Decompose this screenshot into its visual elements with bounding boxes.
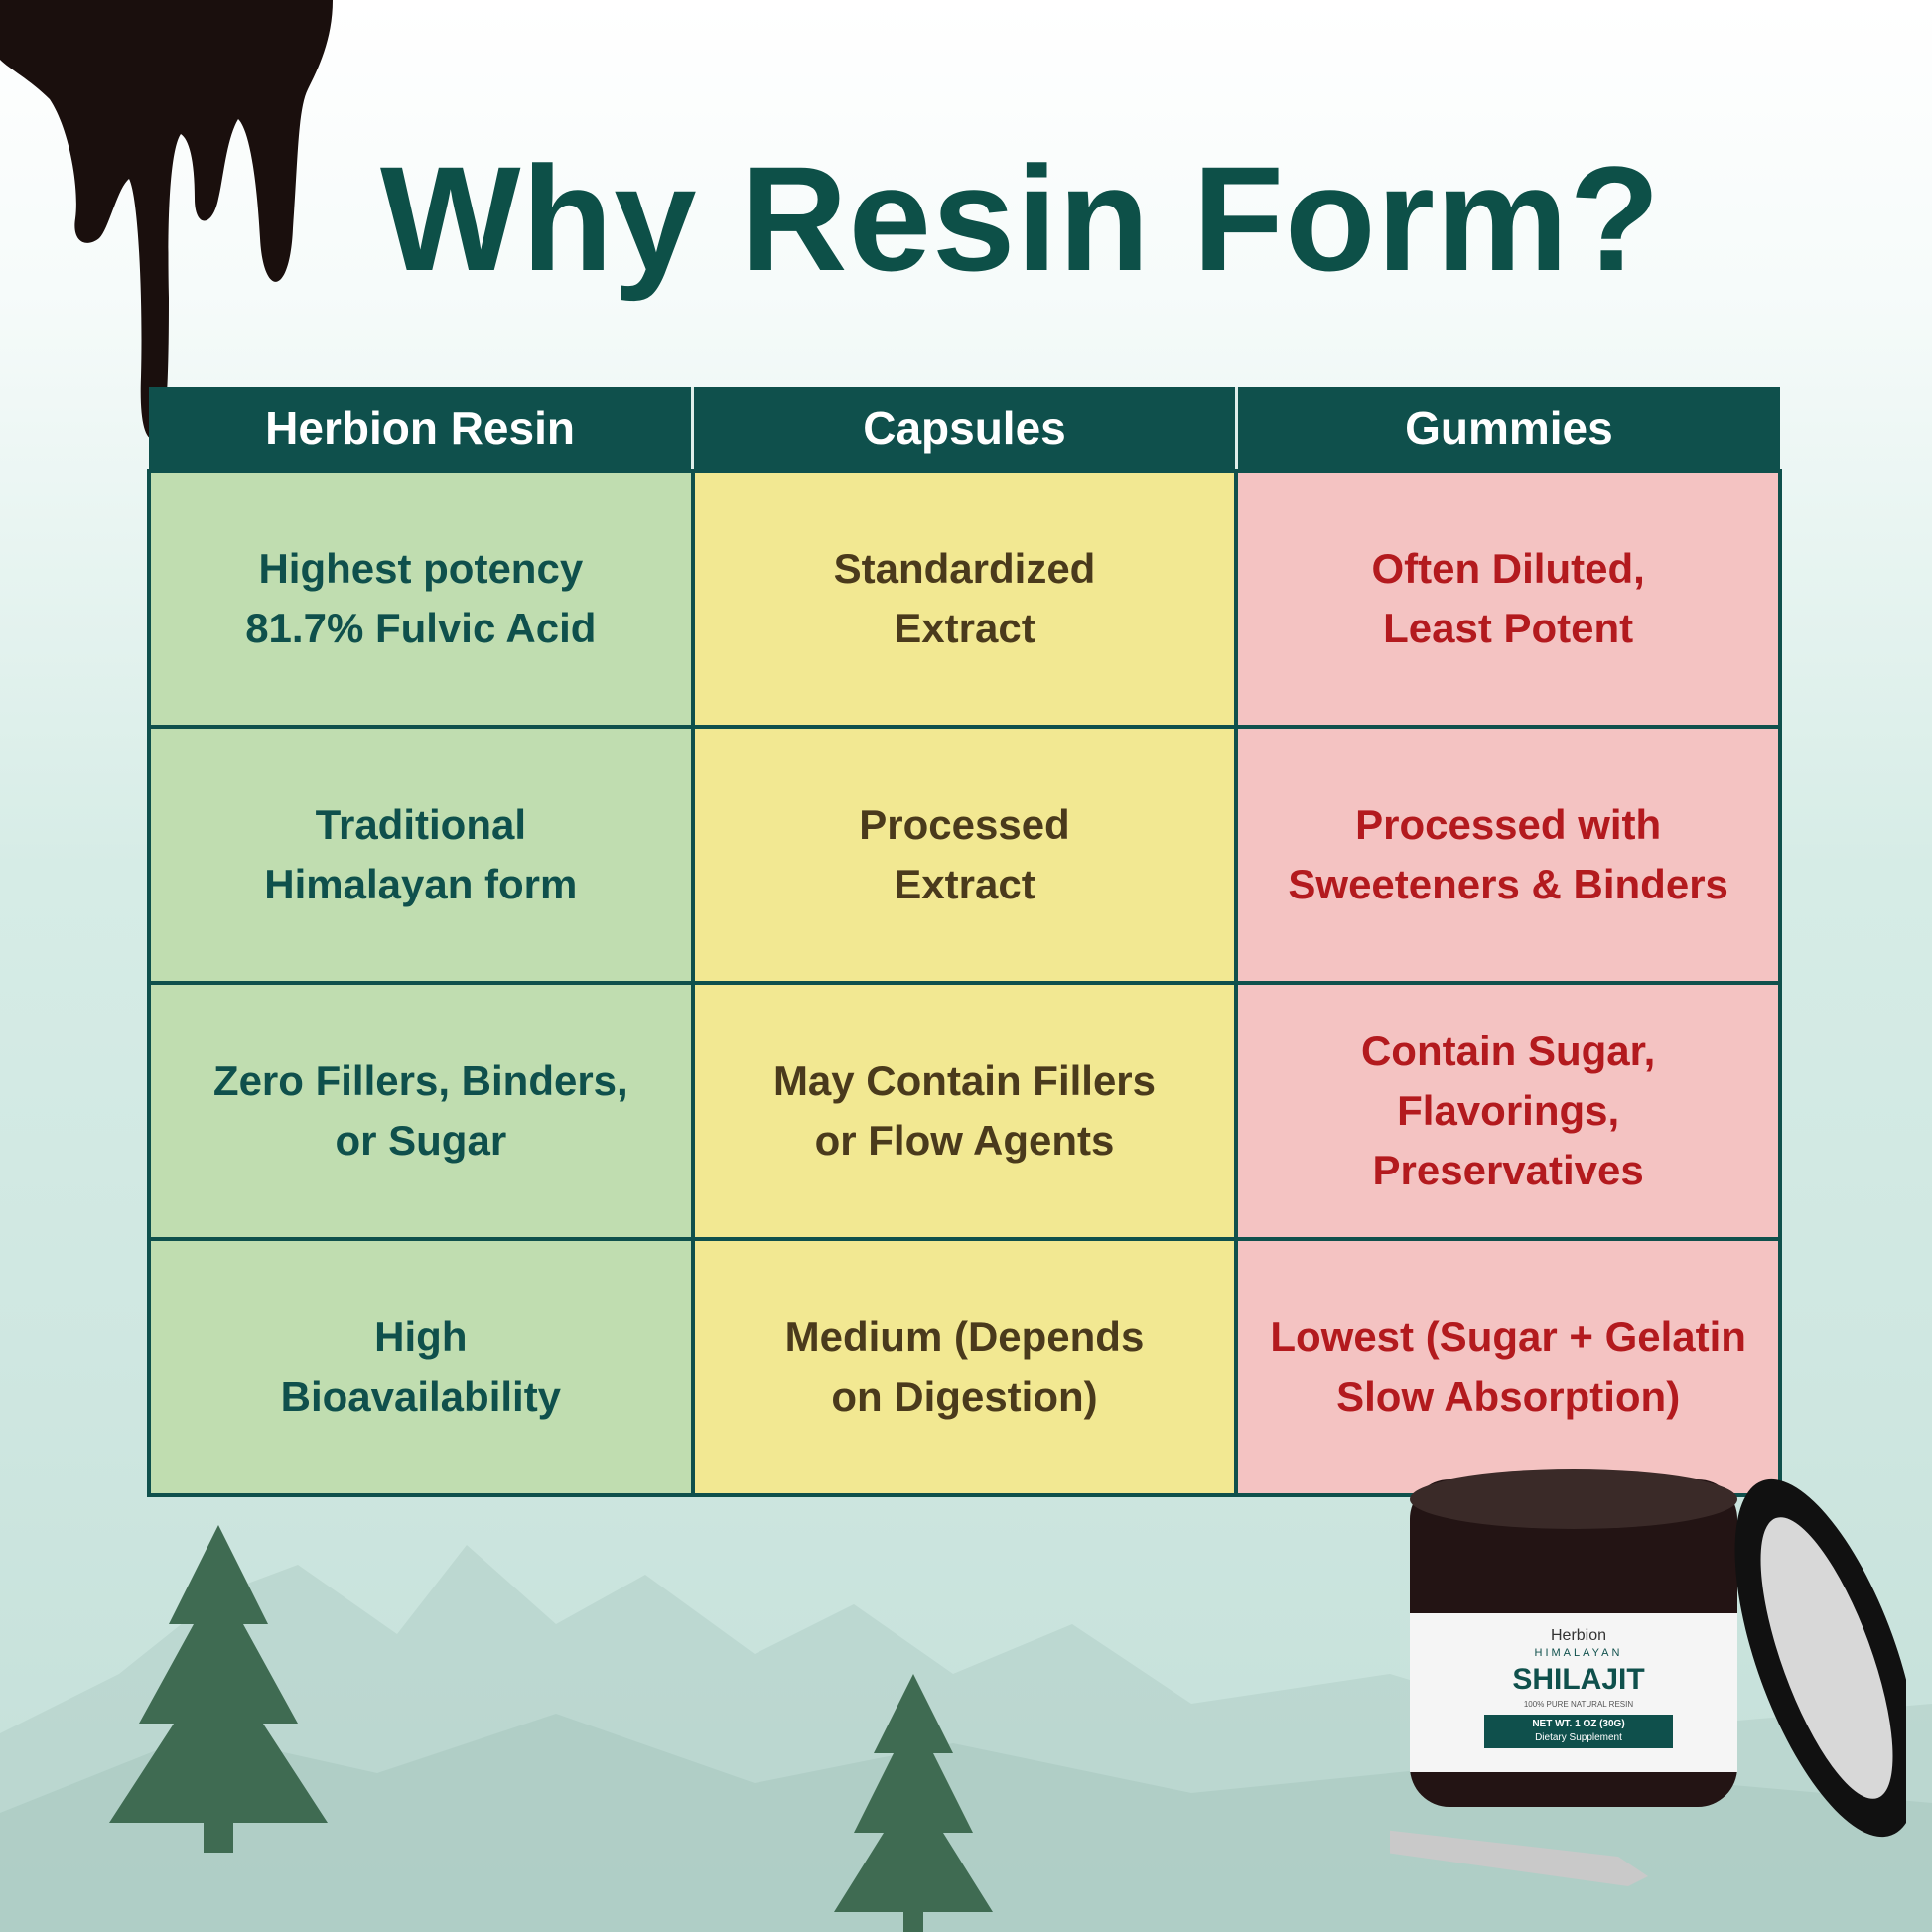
table-cell: Highest potency 81.7% Fulvic Acid bbox=[147, 469, 695, 729]
product-name: SHILAJIT bbox=[1512, 1663, 1645, 1696]
product-net-weight: NET WT. 1 OZ (30G) bbox=[1532, 1719, 1625, 1729]
table-cell: High Bioavailability bbox=[147, 1237, 695, 1497]
comparison-table: Herbion Resin Capsules Gummies Highest p… bbox=[147, 387, 1782, 1497]
product-tagline: 100% PURE NATURAL RESIN bbox=[1523, 1700, 1634, 1709]
header-herbion-resin: Herbion Resin bbox=[149, 387, 693, 471]
product-weight-box: NET WT. 1 OZ (30G) Dietary Supplement bbox=[1484, 1715, 1673, 1748]
table-cell: Contain Sugar, Flavorings, Preservatives bbox=[1234, 981, 1782, 1241]
header-gummies: Gummies bbox=[1234, 387, 1780, 471]
table-cell: Lowest (Sugar + Gelatin Slow Absorption) bbox=[1234, 1237, 1782, 1497]
table-cell: Often Diluted, Least Potent bbox=[1234, 469, 1782, 729]
table-cell: Zero Fillers, Binders, or Sugar bbox=[147, 981, 695, 1241]
product-type: Dietary Supplement bbox=[1535, 1732, 1622, 1743]
table-cell: Medium (Depends on Digestion) bbox=[690, 1237, 1239, 1497]
header-capsules: Capsules bbox=[691, 387, 1237, 471]
table-cell: Traditional Himalayan form bbox=[147, 725, 695, 985]
shilajit-jar-image: Herbion HIMALAYAN SHILAJIT 100% PURE NAT… bbox=[1271, 1459, 1919, 1921]
table-cell: Standardized Extract bbox=[690, 469, 1239, 729]
table-cell: Processed Extract bbox=[690, 725, 1239, 985]
product-brand: Herbion bbox=[1550, 1627, 1607, 1644]
table-cell: Processed with Sweeteners & Binders bbox=[1234, 725, 1782, 985]
page-title: Why Resin Form? bbox=[379, 135, 1662, 302]
jar-label: Herbion HIMALAYAN SHILAJIT 100% PURE NAT… bbox=[1484, 1626, 1673, 1748]
resin-drip-image bbox=[0, 0, 333, 440]
table-cell: May Contain Fillers or Flow Agents bbox=[690, 981, 1239, 1241]
product-line: HIMALAYAN bbox=[1534, 1647, 1623, 1659]
